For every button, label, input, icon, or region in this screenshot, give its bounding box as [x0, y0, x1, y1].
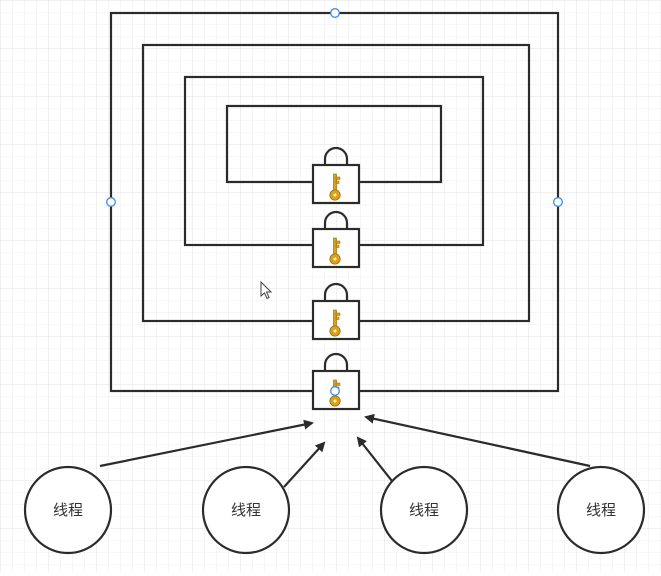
arrow-thread-3[interactable] [356, 436, 393, 482]
arrow-thread-1[interactable] [99, 419, 314, 468]
lock-level-2[interactable] [311, 282, 361, 341]
thread-label: 线程 [53, 501, 83, 519]
key-icon [329, 309, 341, 337]
selection-handles [106, 8, 563, 396]
resize-handle-3[interactable] [553, 197, 563, 207]
resize-handle-1[interactable] [330, 8, 340, 18]
arrow-thread-4[interactable] [364, 413, 591, 468]
thread-node-4[interactable]: 线程 [556, 465, 646, 555]
lock-level-3[interactable] [311, 210, 361, 269]
arrow-thread-2[interactable] [283, 441, 326, 488]
lock-inner[interactable] [311, 146, 361, 205]
resize-handle-2[interactable] [106, 197, 116, 207]
thread-node-1[interactable]: 线程 [23, 465, 113, 555]
mouse-cursor-icon [260, 280, 273, 300]
thread-node-3[interactable]: 线程 [379, 465, 469, 555]
thread-nodes: 线程 线程 线程 线程 [23, 465, 646, 555]
key-icon [329, 237, 341, 265]
lock-column [311, 146, 361, 411]
thread-label: 线程 [231, 501, 261, 519]
thread-arrows [99, 413, 591, 488]
thread-node-2[interactable]: 线程 [201, 465, 291, 555]
thread-label: 线程 [586, 501, 616, 519]
resize-handle-4[interactable] [330, 386, 340, 396]
thread-label: 线程 [409, 501, 439, 519]
key-icon [329, 173, 341, 201]
